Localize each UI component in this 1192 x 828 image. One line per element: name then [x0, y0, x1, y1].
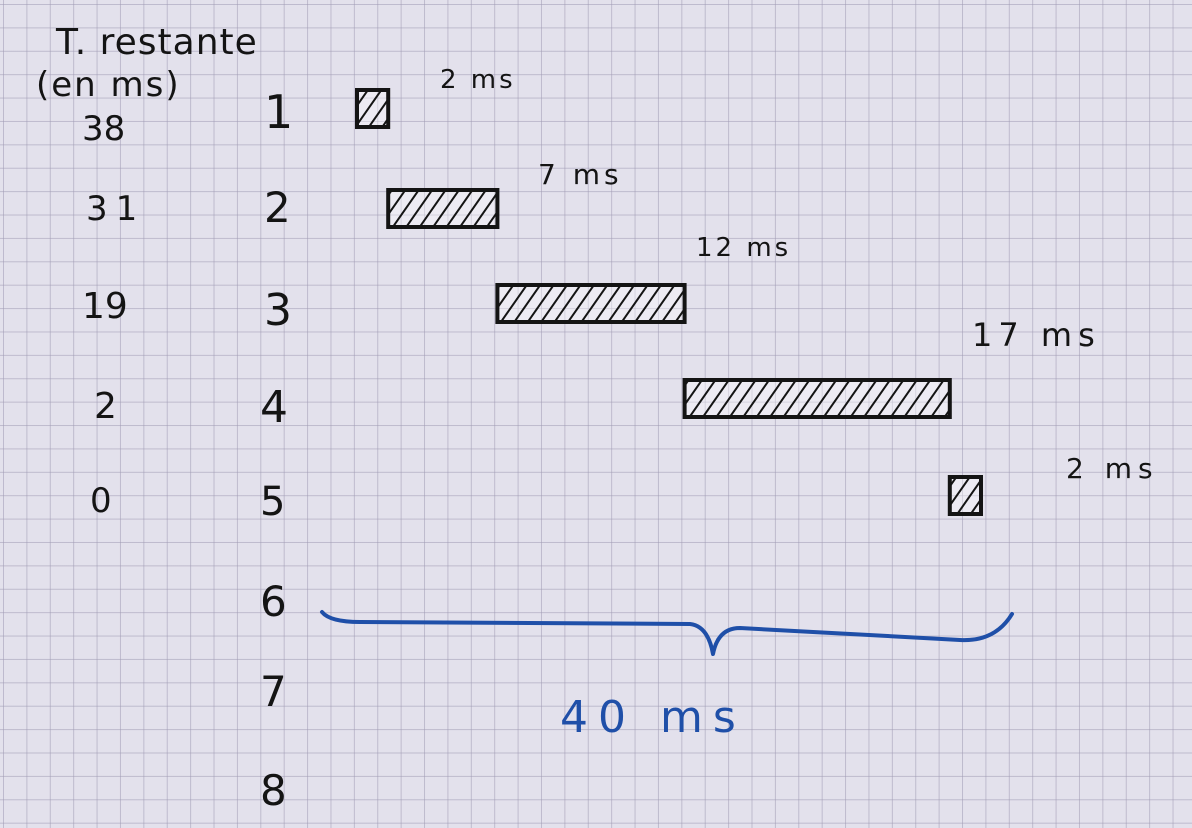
duration-label-4: 17 ms [972, 316, 1101, 354]
timeline-bar-1 [355, 88, 391, 129]
process-index-4: 4 [260, 382, 288, 433]
process-index-7: 7 [260, 667, 287, 716]
duration-label-2: 7 ms [538, 158, 623, 191]
process-index-6: 6 [260, 577, 287, 626]
process-index-1: 1 [264, 85, 293, 139]
process-index-2: 2 [264, 183, 291, 232]
timeline-bar-5 [947, 475, 983, 516]
process-index-8: 8 [260, 766, 287, 815]
process-index-3: 3 [264, 285, 292, 336]
duration-label-1: 2 ms [440, 65, 516, 95]
remaining-value-4: 2 [94, 386, 117, 427]
timeline-bar-3 [495, 283, 687, 324]
remaining-value-5: 0 [90, 481, 112, 521]
remaining-value-3: 19 [82, 286, 128, 327]
timeline-bar-2 [386, 188, 500, 229]
duration-label-5: 2 ms [1066, 452, 1159, 485]
header-line-1: T. restante [55, 22, 258, 63]
total-duration-label: 40 ms [560, 692, 746, 743]
timeline-bars [355, 88, 983, 516]
total-brace [320, 610, 1014, 656]
process-index-5: 5 [260, 479, 285, 525]
remaining-value-2: 31 [86, 189, 145, 229]
duration-label-3: 12 ms [696, 233, 791, 263]
timeline-bar-4 [682, 378, 952, 419]
remaining-value-1: 38 [82, 109, 125, 149]
header-line-2: (en ms) [36, 65, 181, 105]
